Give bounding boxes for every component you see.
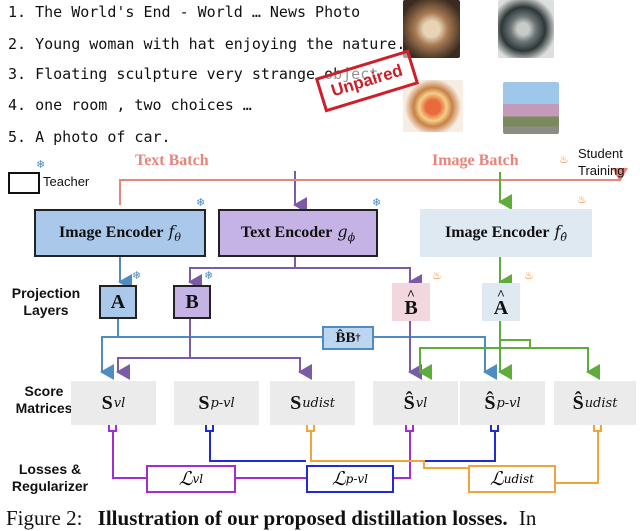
caption-2: 2. Young woman with hat enjoying the nat… — [8, 35, 406, 53]
figure-number: Figure 2: — [6, 506, 83, 530]
photo-sculpture — [498, 0, 554, 58]
score-matrices-label: Score Matrices — [4, 383, 84, 417]
text-encoder: Text Encoder gϕ — [218, 209, 378, 257]
projection-label-line1: Projection — [11, 285, 81, 301]
image-encoder-student-label: Image Encoder — [445, 224, 550, 241]
svg-text:❄: ❄ — [372, 196, 381, 209]
student-legend-label: Student — [578, 146, 623, 161]
svg-text:♨: ♨ — [559, 153, 569, 166]
hat-mark: ^ — [406, 288, 416, 303]
score-shat-udist-sup: udist — [584, 395, 618, 411]
svg-text:♨: ♨ — [524, 269, 534, 282]
f-theta-symbol: fθ — [168, 221, 181, 245]
score-s-vl-base: S — [101, 391, 113, 414]
caption-4: 4. one room , two choices … — [8, 96, 252, 114]
score-shat-vl-base: Ŝ — [403, 391, 415, 414]
loss-vl-sub: vl — [192, 472, 204, 486]
bb-dagger-text: B̂B — [335, 329, 356, 346]
teacher-legend-label: Teacher — [43, 174, 90, 189]
score-s-udist-base: S — [290, 391, 302, 414]
projection-a-hat: ^A — [482, 283, 520, 321]
image-batch-label: Image Batch — [432, 152, 519, 169]
losses-label-line2: Regularizer — [11, 478, 89, 494]
loss-udist-sub: udist — [503, 472, 534, 486]
score-s-pvl-base: S — [198, 391, 210, 414]
svg-text:❄: ❄ — [132, 269, 141, 282]
dagger-mark: † — [355, 332, 361, 344]
score-label-line2: Matrices — [15, 400, 73, 416]
loss-udist-base: ℒ — [490, 468, 504, 490]
score-s-pvl-sup: p-vl — [210, 395, 235, 411]
teacher-legend-box — [8, 172, 40, 194]
photo-food — [403, 80, 463, 132]
caption-1: 1. The World's End - World … News Photo — [8, 3, 361, 21]
score-label-line1: Score — [24, 383, 64, 399]
f-theta-hat-symbol: fθ̂ — [554, 221, 567, 245]
score-shat-pvl-base: Ŝ — [484, 391, 496, 414]
svg-text:❄: ❄ — [196, 196, 205, 209]
loss-pvl-sub: p-vl — [345, 472, 369, 486]
projection-a-hat-letter: A — [493, 297, 509, 319]
svg-text:❄: ❄ — [204, 269, 213, 282]
training-legend-label: Training — [578, 163, 625, 178]
loss-pvl-base: ℒ — [331, 468, 346, 490]
g-phi-symbol: gϕ — [337, 221, 356, 245]
caption-3: 3. Floating sculpture very strange objec… — [8, 65, 379, 83]
projection-layers-label: Projection Layers — [2, 285, 90, 319]
text-encoder-label: Text Encoder — [240, 224, 333, 241]
caption-5: 5. A photo of car. — [8, 128, 171, 146]
svg-text:♨: ♨ — [577, 193, 587, 206]
figure-caption: Figure 2: Illustration of our proposed d… — [6, 506, 536, 531]
figure-title: Illustration of our proposed distillatio… — [97, 506, 508, 530]
losses-label-line1: Losses & — [18, 461, 82, 477]
photo-tree — [503, 82, 559, 134]
projection-b-hat-letter: B — [404, 297, 418, 319]
projection-b-hat: ^B — [392, 283, 430, 321]
score-shat-pvl-sup: p-vl — [496, 395, 521, 411]
score-shat-vl-sup: vl — [415, 395, 428, 411]
hat-mark: ^ — [496, 288, 506, 303]
losses-regularizer-label: Losses & Regularizer — [2, 461, 98, 495]
projection-a: A — [99, 285, 137, 319]
image-encoder-student: Image Encoder fθ̂ — [420, 209, 592, 257]
bb-dagger-box: B̂B† — [322, 326, 374, 350]
score-shat-udist-base: Ŝ — [572, 391, 584, 414]
projection-b: B — [173, 285, 211, 319]
photo-dog — [403, 0, 460, 58]
svg-text:♨: ♨ — [432, 269, 442, 282]
score-s-vl-sup: vl — [113, 395, 126, 411]
loss-vl-base: ℒ — [178, 468, 193, 490]
text-batch-label: Text Batch — [135, 152, 209, 169]
score-s-udist-sup: udist — [302, 395, 335, 411]
svg-text:❄: ❄ — [36, 158, 45, 171]
image-encoder-teacher: Image Encoder fθ — [34, 209, 206, 257]
image-encoder-teacher-label: Image Encoder — [59, 224, 164, 241]
figure-caption-tail: In — [518, 506, 537, 530]
projection-label-line2: Layers — [23, 302, 69, 318]
